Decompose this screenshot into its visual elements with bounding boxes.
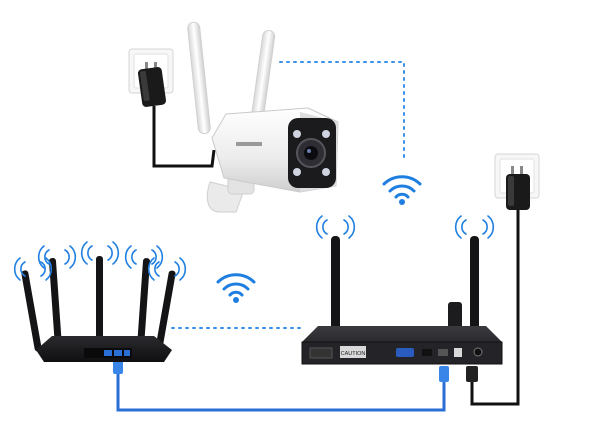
wifi-icon [216,273,256,303]
ethernet-cable [113,358,449,412]
power-adapter-icon [506,174,530,210]
caution-sticker-label: CAUTION [341,351,366,357]
wifi-icon [382,175,422,205]
antenna-signal-arcs [315,215,495,239]
camera-brand-mark [236,142,262,146]
nvr-recorder: CAUTION [301,236,503,365]
wifi-camera [187,21,339,213]
camera-power-cable [152,106,216,168]
wifi-router [21,256,176,362]
wireless-link-camera-nvr [279,61,405,161]
power-adapter-icon [137,67,167,107]
antenna-signal-arcs [13,241,187,281]
nvr-power-cable [466,210,520,406]
caution-sticker [340,346,366,358]
